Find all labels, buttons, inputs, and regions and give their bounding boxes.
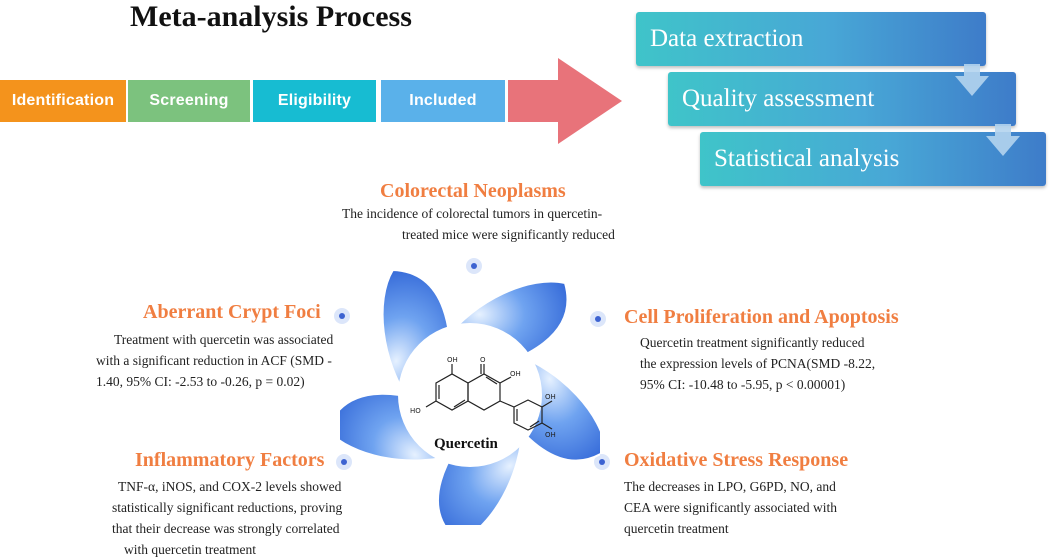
text-line: 1.40, 95% CI: -2.53 to -0.26, p = 0.02) bbox=[96, 374, 305, 389]
quercetin-label: Quercetin bbox=[434, 436, 498, 452]
step-data-extraction: Data extraction bbox=[636, 12, 986, 66]
dot-marker bbox=[466, 258, 482, 274]
step-statistical-analysis: Statistical analysis bbox=[700, 132, 1046, 186]
text-line: with a significant reduction in ACF (SMD… bbox=[96, 353, 332, 368]
text-oxidative-stress: The decreases in LPO, G6PD, NO, and CEA … bbox=[624, 476, 894, 539]
atom-label: OH bbox=[510, 370, 521, 378]
text-line: quercetin treatment bbox=[624, 521, 729, 536]
text-line: that their decrease was strongly correla… bbox=[112, 521, 340, 536]
text-line: Quercetin treatment significantly reduce… bbox=[640, 335, 865, 350]
text-line: TNF-α, iNOS, and COX-2 levels showed bbox=[118, 479, 342, 494]
heading-colorectal-neoplasms: Colorectal Neoplasms bbox=[380, 180, 566, 202]
text-line: with quercetin treatment bbox=[124, 542, 256, 557]
atom-label: O bbox=[480, 356, 486, 364]
stage-eligibility: Eligibility bbox=[253, 80, 376, 122]
page-title: Meta-analysis Process bbox=[130, 0, 412, 33]
heading-oxidative-stress: Oxidative Stress Response bbox=[624, 449, 849, 471]
dot-marker bbox=[594, 454, 610, 470]
text-colorectal-neoplasms: The incidence of colorectal tumors in qu… bbox=[342, 203, 702, 245]
text-cell-proliferation: Quercetin treatment significantly reduce… bbox=[640, 332, 930, 395]
text-line: CEA were significantly associated with bbox=[624, 500, 837, 515]
text-line: treated mice were significantly reduced bbox=[402, 227, 615, 242]
stage-identification: Identification bbox=[0, 80, 126, 122]
step-quality-assessment: Quality assessment bbox=[668, 72, 1016, 126]
stage-included: Included bbox=[381, 80, 505, 122]
dot-marker bbox=[334, 308, 350, 324]
text-line: statistically significant reductions, pr… bbox=[112, 500, 343, 515]
down-arrow-icon bbox=[986, 124, 1020, 156]
atom-label: HO bbox=[410, 407, 421, 415]
pinwheel-flower-icon bbox=[340, 266, 600, 525]
atom-label: OH bbox=[545, 431, 556, 439]
text-aberrant-crypt-foci: Treatment with quercetin was associated … bbox=[96, 329, 356, 392]
dot-marker bbox=[590, 311, 606, 327]
heading-aberrant-crypt-foci: Aberrant Crypt Foci bbox=[143, 301, 321, 323]
stage-screening: Screening bbox=[128, 80, 250, 122]
text-line: The decreases in LPO, G6PD, NO, and bbox=[624, 479, 836, 494]
atom-label: OH bbox=[447, 356, 458, 364]
quercetin-molecule-icon: OH O OH HO OH OH bbox=[410, 356, 556, 439]
heading-cell-proliferation: Cell Proliferation and Apoptosis bbox=[624, 306, 899, 328]
atom-label: OH bbox=[545, 393, 556, 401]
text-inflammatory-factors: TNF-α, iNOS, and COX-2 levels showed sta… bbox=[112, 476, 362, 560]
down-arrow-icon bbox=[955, 64, 989, 96]
dot-marker bbox=[336, 454, 352, 470]
text-line: The incidence of colorectal tumors in qu… bbox=[342, 206, 603, 221]
text-line: the expression levels of PCNA(SMD -8.22, bbox=[640, 356, 876, 371]
process-arrow-icon bbox=[508, 58, 622, 144]
heading-inflammatory-factors: Inflammatory Factors bbox=[135, 449, 325, 471]
text-line: 95% CI: -10.48 to -5.95, p < 0.00001) bbox=[640, 377, 846, 392]
text-line: Treatment with quercetin was associated bbox=[114, 332, 334, 347]
